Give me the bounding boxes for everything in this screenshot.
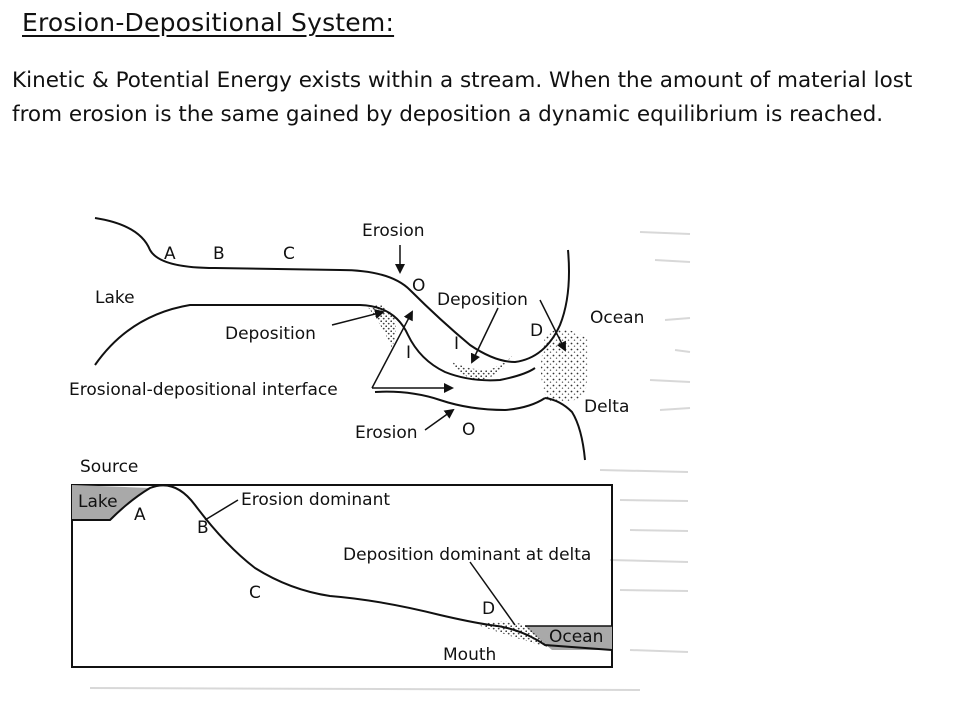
lake-label: Lake: [95, 288, 135, 308]
profile-point-d: D: [482, 599, 495, 619]
scan-texture: [89, 231, 691, 691]
profile-lake-label: Lake: [78, 492, 118, 512]
delta-edge: [544, 397, 586, 461]
page-title: Erosion-Depositional System:: [22, 8, 395, 37]
outer-bank-top: O: [412, 276, 425, 296]
delta-label: Delta: [584, 397, 629, 417]
deposition-arrow-left: [331, 309, 385, 326]
deposition-dominant-label: Deposition dominant at delta: [343, 545, 591, 565]
point-c: C: [283, 244, 295, 264]
erosion-label-top: Erosion: [362, 221, 425, 241]
delta-deposit: [540, 329, 589, 403]
inner-bank-right: I: [454, 334, 459, 354]
deposition-label-right: Deposition: [437, 290, 528, 310]
mouth-label: Mouth: [443, 645, 496, 665]
stream-bank-lower: [94, 304, 536, 382]
outer-bank-bottom: O: [462, 420, 475, 440]
inner-bank-deposit-right: [452, 356, 512, 380]
inner-bank-left: I: [406, 343, 411, 363]
profile-ocean-label: Ocean: [549, 627, 603, 647]
delta-point-d: D: [530, 321, 543, 341]
point-a: A: [164, 244, 176, 264]
ocean-label: Ocean: [590, 308, 644, 328]
stream-profile: Source Lake A B Erosion dominant Deposit…: [71, 457, 613, 668]
deposition-arrow-right: [539, 299, 566, 352]
deposition-arrow-inner: [470, 307, 499, 364]
erosion-dominant-pointer: [204, 499, 239, 521]
erosion-arrow-bottom: [424, 408, 455, 431]
profile-point-c: C: [249, 583, 261, 603]
intro-paragraph: Kinetic & Potential Energy exists within…: [12, 68, 913, 127]
profile-lake-water: [72, 485, 150, 520]
erosion-label-bottom: Erosion: [355, 423, 418, 443]
deposition-label-left: Deposition: [225, 324, 316, 344]
stream-map: A B C Lake Erosion O Deposition Ocean D …: [69, 217, 644, 461]
profile-point-b: B: [197, 518, 209, 538]
interface-label: Erosional-depositional interface: [69, 380, 338, 400]
profile-frame: [71, 484, 613, 668]
profile-point-a: A: [134, 505, 146, 525]
profile-curve: [72, 484, 613, 651]
stream-bank-upper: [94, 217, 570, 364]
source-label: Source: [80, 457, 138, 477]
inner-bank-deposit-left: [367, 304, 396, 348]
point-b: B: [213, 244, 225, 264]
deposition-dominant-pointer: [469, 561, 516, 626]
profile-delta-sediment: [478, 621, 552, 648]
interface-arrow-up: [371, 310, 413, 389]
erosion-dominant-label: Erosion dominant: [241, 490, 390, 510]
stream-bank-lower-branch: [374, 390, 546, 412]
